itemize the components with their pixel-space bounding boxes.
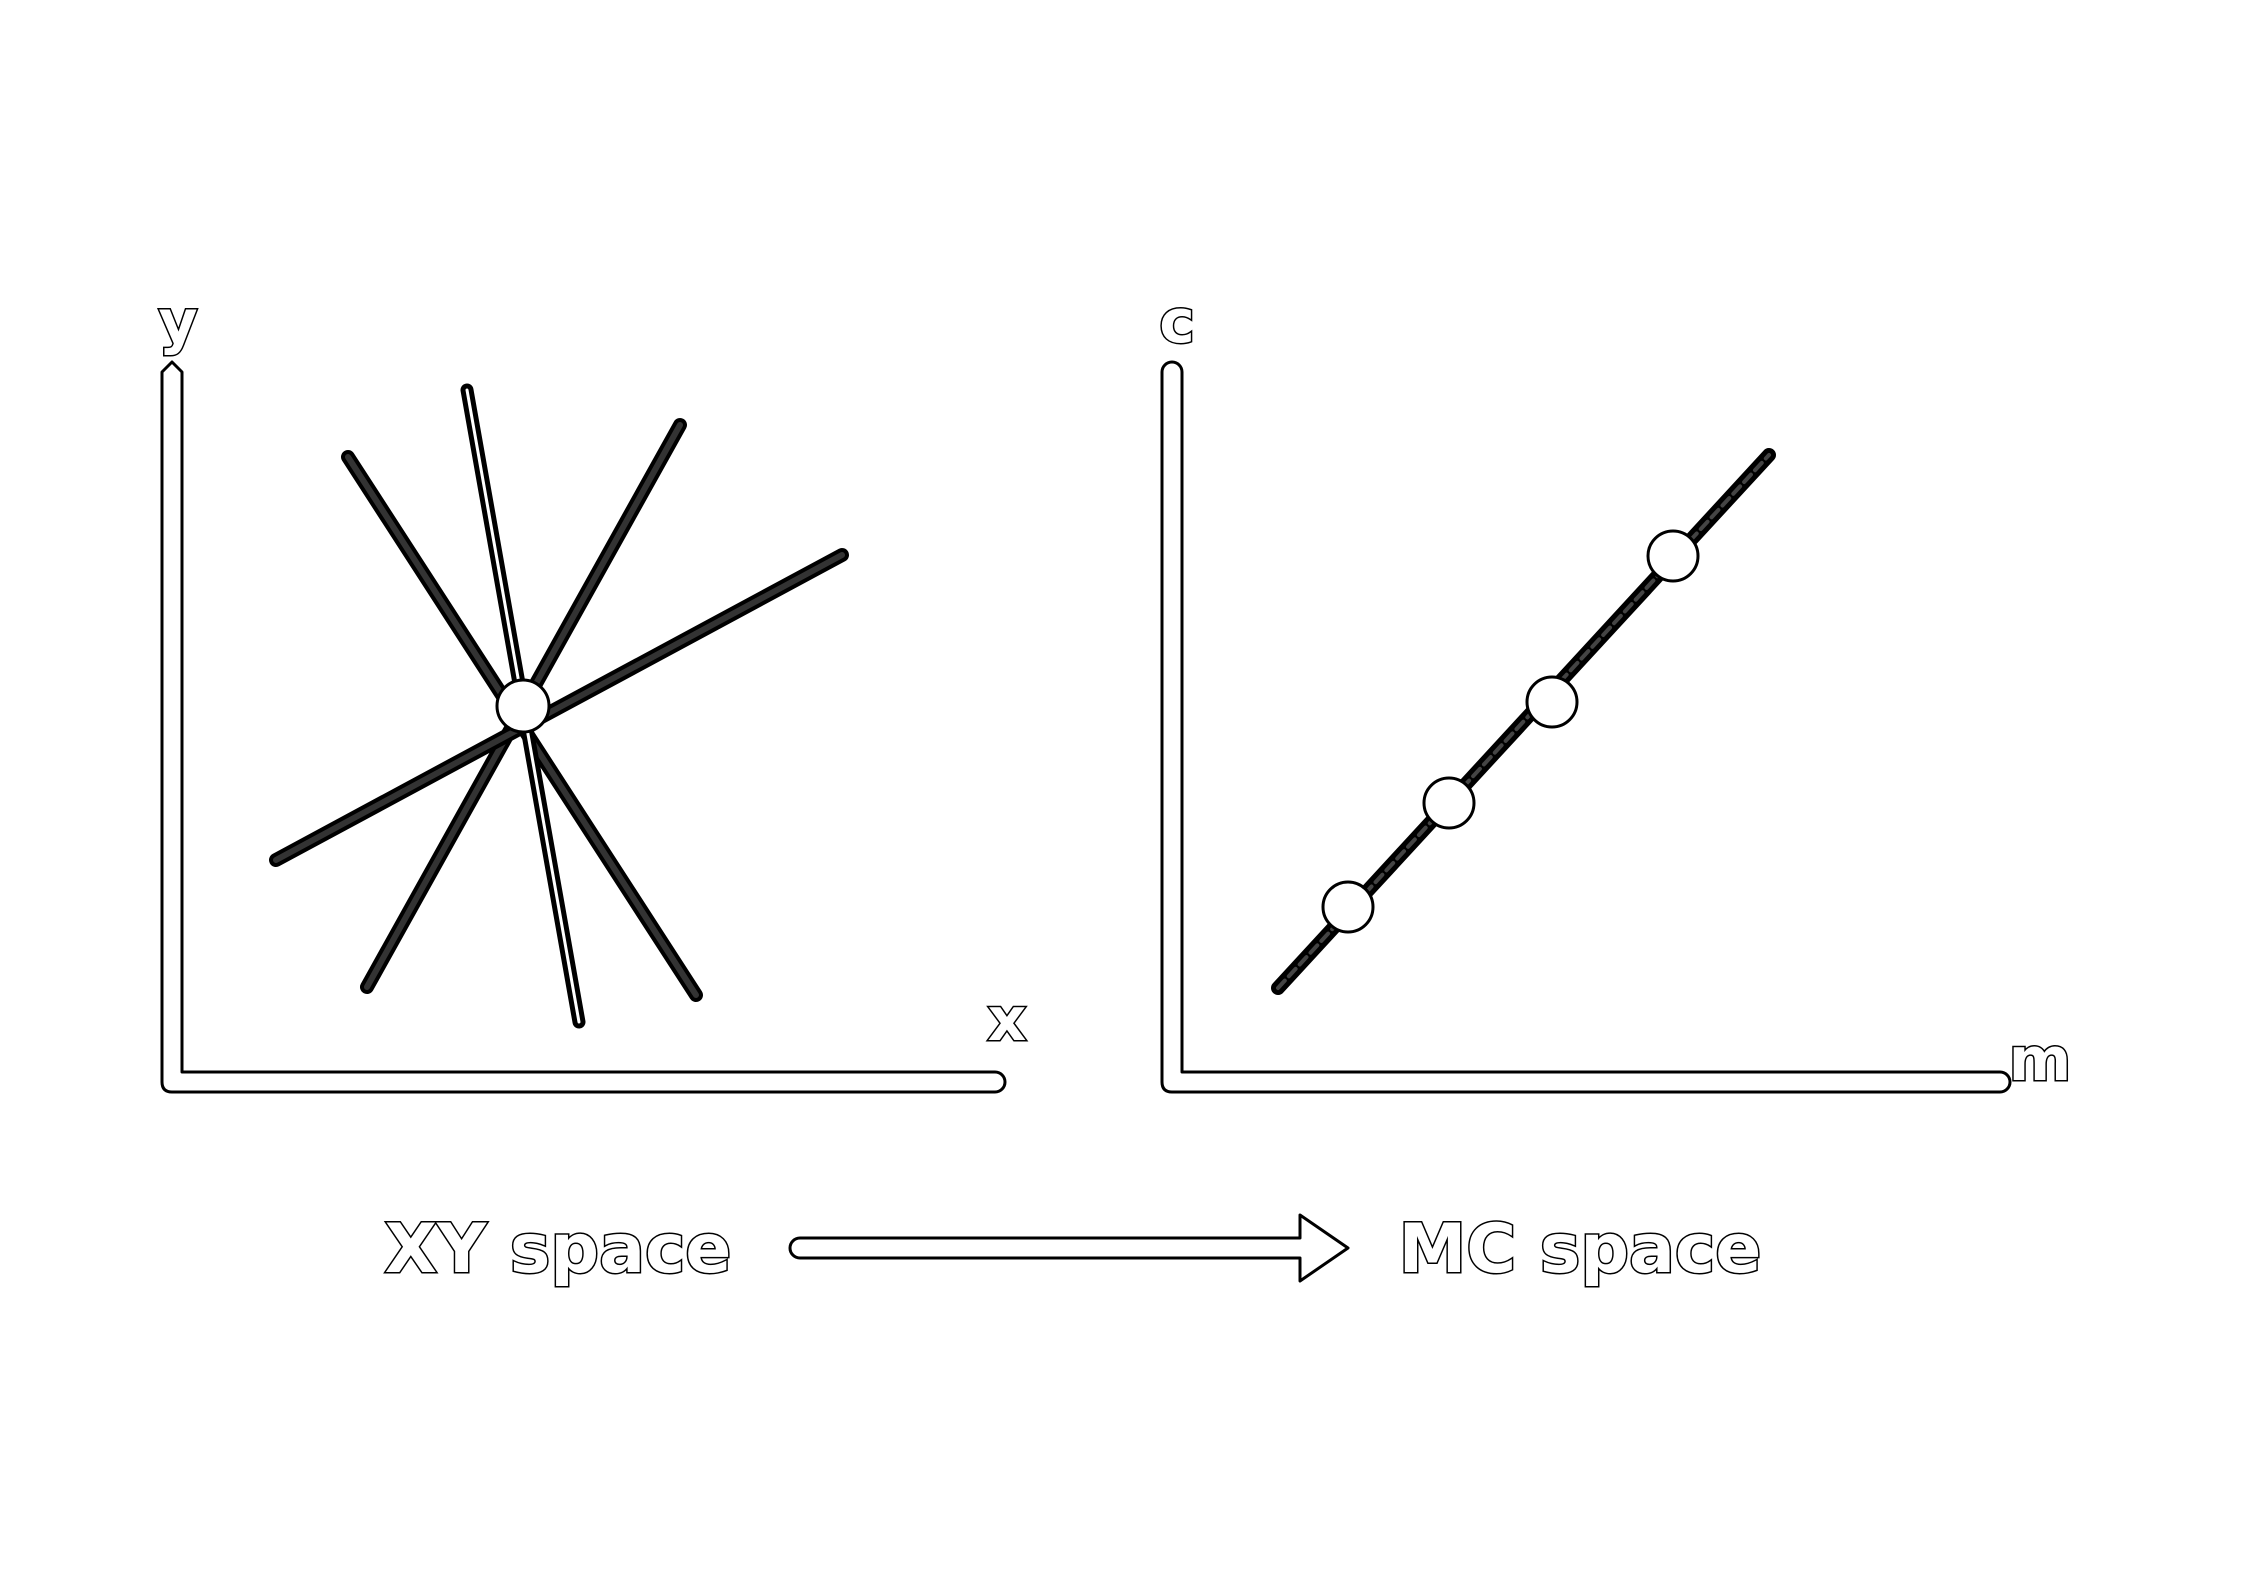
mc-c-axis-label: c: [1159, 287, 1195, 357]
xy-y-axis-label: y: [158, 287, 197, 357]
xy-space-caption: XY space: [385, 1210, 732, 1289]
mc-point-1: [1321, 880, 1375, 934]
xy-intersection-point: [495, 678, 551, 734]
mc-space-panel: c m: [1158, 286, 2073, 1097]
xy-x-axis-label: x: [988, 985, 1027, 1055]
mc-axes: [1160, 360, 2012, 1094]
mc-point-3: [1525, 675, 1579, 729]
mc-space-caption: MC space: [1399, 1210, 1762, 1289]
mc-points: [1321, 529, 1700, 934]
xy-axes: [160, 360, 1007, 1094]
mc-m-axis-label: m: [2009, 1025, 2072, 1095]
xy-line-4-inner: [273, 552, 845, 863]
xy-lines: [269, 383, 849, 1029]
transform-arrow: [788, 1213, 1350, 1283]
xy-space-panel: y x: [157, 286, 1028, 1094]
mc-point-4: [1646, 529, 1700, 583]
mc-point-2: [1422, 776, 1476, 830]
